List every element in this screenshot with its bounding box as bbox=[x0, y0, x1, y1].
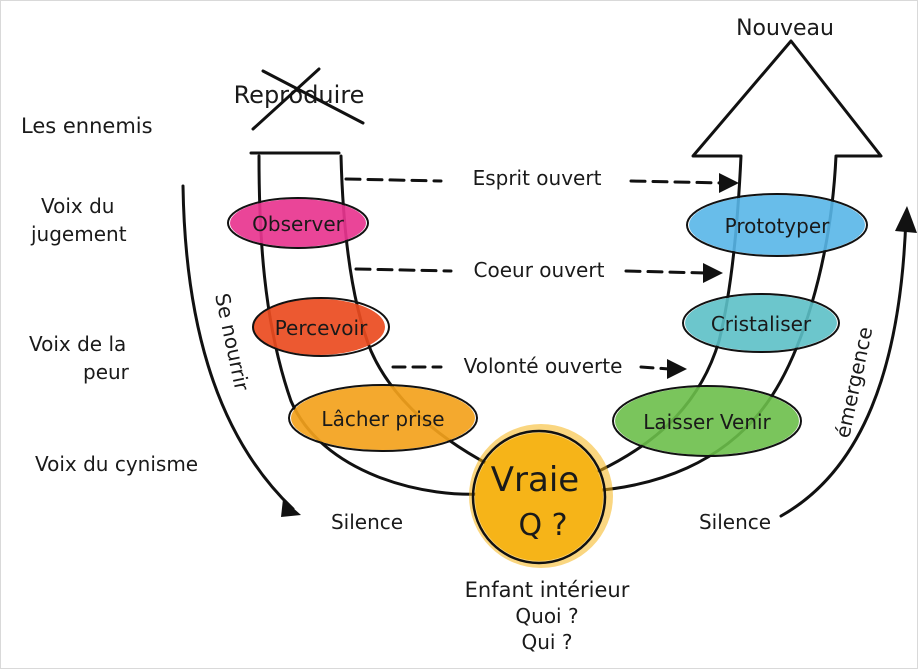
stage-prototyper: Prototyper bbox=[686, 193, 868, 257]
center-true-question: Vraie Q ? bbox=[469, 424, 613, 568]
cynicism-label: Voix du cynisme bbox=[35, 452, 198, 476]
open-will-label: Volonté ouverte bbox=[464, 354, 623, 378]
open-heart-label: Coeur ouvert bbox=[474, 258, 605, 282]
fear-line1: Voix de la bbox=[29, 332, 126, 356]
left-arrow-label: Se nourrir bbox=[210, 291, 254, 393]
what-label: Quoi ? bbox=[515, 604, 578, 628]
reproduce-crossed: Reproduire bbox=[234, 67, 365, 131]
center-line2: Q ? bbox=[518, 508, 567, 543]
new-label: Nouveau bbox=[736, 16, 834, 41]
stage-laisser-venir-label: Laisser Venir bbox=[643, 410, 771, 434]
stage-percevoir: Percevoir bbox=[252, 297, 390, 357]
stage-observer: Observer bbox=[227, 197, 369, 249]
silence-left-label: Silence bbox=[331, 510, 403, 534]
stage-cristaliser-label: Cristaliser bbox=[711, 312, 812, 336]
arrowhead-icon bbox=[719, 173, 739, 193]
fear-line2: peur bbox=[83, 360, 130, 384]
open-mind-label: Esprit ouvert bbox=[473, 166, 602, 190]
stage-lacher-prise-label: Lâcher prise bbox=[321, 407, 444, 431]
connector-open-heart: Coeur ouvert bbox=[354, 258, 723, 283]
who-label: Qui ? bbox=[522, 630, 573, 654]
arrowhead-icon bbox=[895, 206, 917, 233]
inner-child-label: Enfant intérieur bbox=[465, 578, 630, 602]
stage-laisser-venir: Laisser Venir bbox=[612, 385, 802, 457]
stage-prototyper-label: Prototyper bbox=[725, 214, 830, 238]
silence-right-label: Silence bbox=[699, 510, 771, 534]
enemies-label: Les ennemis bbox=[21, 114, 153, 138]
judgement-line2: jugement bbox=[30, 222, 127, 246]
judgement-line1: Voix du bbox=[41, 194, 115, 218]
arrowhead-icon bbox=[281, 499, 301, 517]
arrowhead-icon bbox=[703, 263, 723, 283]
center-line1: Vraie bbox=[491, 460, 579, 500]
stage-lacher-prise: Lâcher prise bbox=[288, 384, 478, 452]
stage-observer-label: Observer bbox=[252, 212, 345, 236]
stage-cristaliser: Cristaliser bbox=[682, 293, 840, 353]
right-arrow-label: émergence bbox=[830, 325, 877, 440]
connector-open-will: Volonté ouverte bbox=[391, 354, 687, 379]
stage-percevoir-label: Percevoir bbox=[275, 316, 368, 340]
arrowhead-icon bbox=[667, 359, 687, 379]
connector-open-mind: Esprit ouvert bbox=[344, 166, 739, 193]
